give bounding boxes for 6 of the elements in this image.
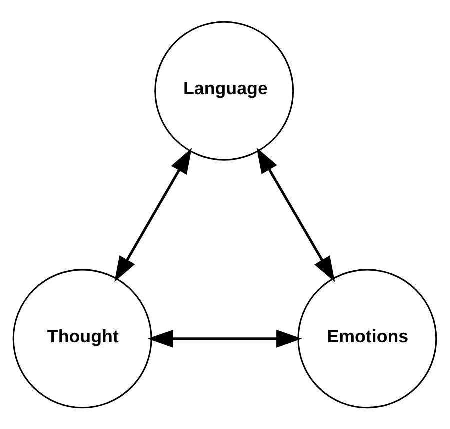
node-circle: Language xyxy=(154,20,294,160)
arrow xyxy=(256,147,336,282)
arrow xyxy=(148,329,302,348)
arrow xyxy=(114,148,192,282)
node-circle: Emotions xyxy=(298,268,438,408)
node-circle: Thought xyxy=(12,268,152,408)
